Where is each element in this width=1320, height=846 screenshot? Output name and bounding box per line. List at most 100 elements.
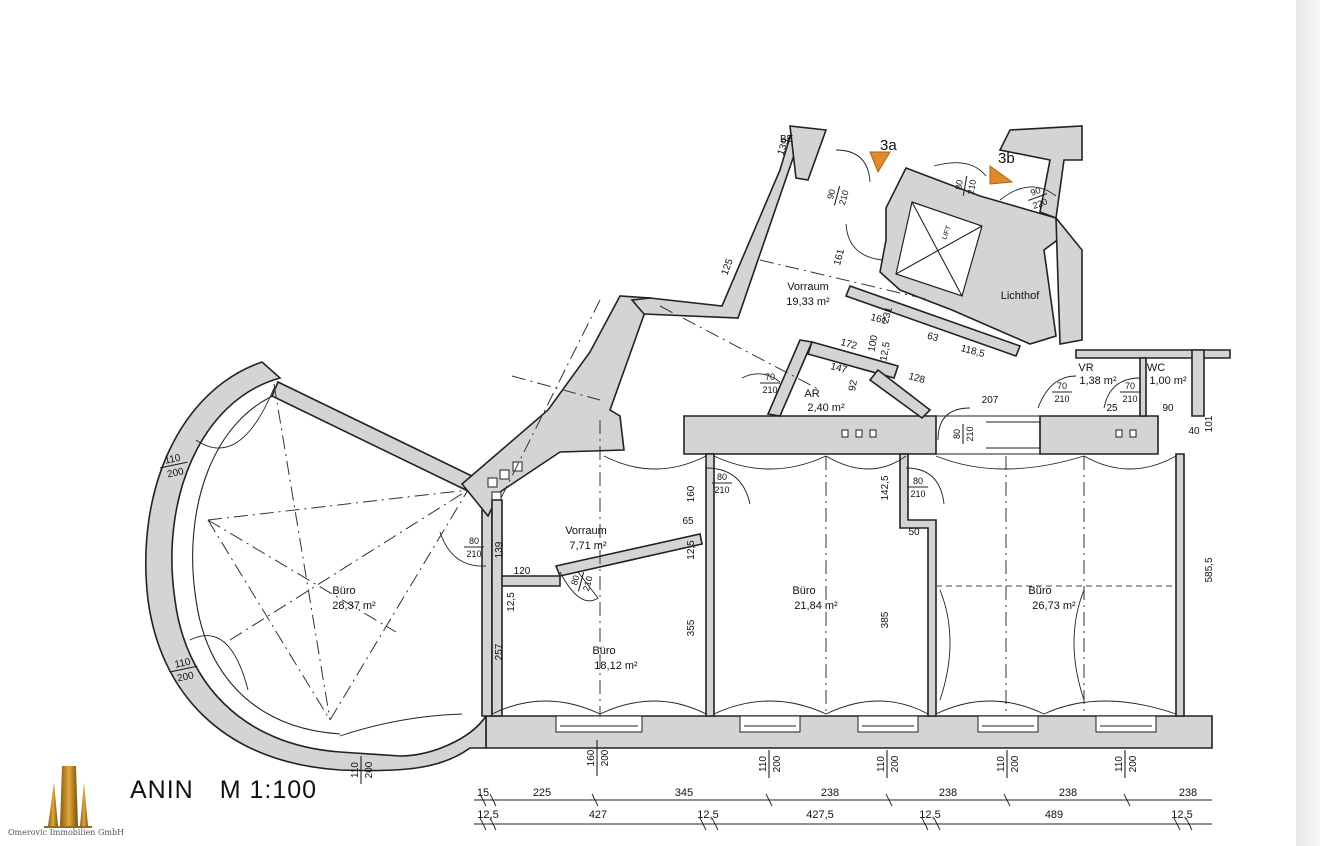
- svg-text:210: 210: [762, 385, 777, 395]
- dimension-text: 238: [1179, 787, 1197, 799]
- dimension-text: 225: [533, 787, 551, 799]
- dimension-text: 489: [1045, 809, 1063, 821]
- room-name: Büro: [1028, 585, 1051, 597]
- svg-text:70: 70: [1125, 381, 1135, 391]
- svg-text:210: 210: [965, 426, 975, 441]
- plan-title-prefix: ANIN: [130, 776, 194, 804]
- svg-text:210: 210: [581, 575, 595, 592]
- svg-text:220: 220: [1031, 196, 1049, 211]
- dimension-text: 231: [880, 305, 895, 324]
- room-name: Vorraum: [787, 281, 829, 293]
- vorraum-upper-wall: [630, 129, 804, 319]
- section-marker-3b: [989, 165, 1014, 185]
- svg-text:110: 110: [174, 657, 192, 671]
- dimension-text: 160: [686, 485, 697, 502]
- bay-diagonal-wall: [270, 380, 478, 494]
- room-area: 2,40 m²: [807, 402, 845, 414]
- room-name: Büro: [792, 585, 815, 597]
- svg-text:80: 80: [469, 536, 479, 546]
- svg-text:90: 90: [1029, 185, 1042, 198]
- svg-text:80: 80: [569, 574, 581, 586]
- dashed-lines: [207, 259, 1176, 721]
- svg-text:70: 70: [1057, 381, 1067, 391]
- room-name: Büro: [592, 645, 615, 657]
- dimension-text: 125: [720, 257, 736, 277]
- dimension-text: 128: [907, 371, 926, 386]
- dimension-text: 12,5: [506, 592, 517, 612]
- dimension-text: 15: [477, 787, 489, 799]
- svg-text:200: 200: [772, 755, 783, 772]
- dimension-text: 257: [494, 643, 505, 660]
- svg-text:110: 110: [350, 762, 361, 778]
- dimension-text: 139: [494, 541, 505, 558]
- room-area: 21,84 m²: [794, 600, 838, 612]
- svg-text:200: 200: [600, 749, 611, 766]
- partition-2: [899, 453, 937, 717]
- section-marker-3a: [869, 151, 891, 174]
- dimension-text: 585,5: [1204, 557, 1215, 582]
- bottom-windows: [555, 715, 1157, 733]
- svg-text:200: 200: [890, 755, 901, 772]
- room-name: Vorraum: [565, 525, 607, 537]
- svg-text:210: 210: [837, 189, 851, 206]
- svg-text:80: 80: [717, 472, 727, 482]
- dimension-text: 100: [867, 334, 881, 353]
- dimension-chain-2: 12,5 427 12,5 427,5 12,5 489 12,5: [474, 809, 1212, 831]
- dimension-text: 238: [939, 787, 957, 799]
- svg-text:70: 70: [765, 372, 775, 382]
- be-label: BE: [780, 134, 794, 145]
- room-area: 18,12 m²: [594, 660, 638, 672]
- svg-text:110: 110: [876, 756, 887, 772]
- marker-3a-label: 3a: [880, 137, 897, 154]
- room-area: 26,73 m²: [1032, 600, 1076, 612]
- dimension-text: 40: [1188, 426, 1200, 437]
- svg-text:110: 110: [758, 756, 769, 772]
- svg-text:210: 210: [1122, 394, 1137, 404]
- dimension-text: 118,5: [959, 343, 986, 360]
- corridor-wall-right: [1039, 415, 1159, 455]
- dimension-text: 238: [1059, 787, 1077, 799]
- left-end-wall: [481, 499, 493, 717]
- dimension-text: 385: [880, 611, 891, 628]
- dimension-text: 355: [686, 619, 697, 636]
- corridor-wall: [683, 415, 937, 455]
- dimension-text: 147: [829, 361, 848, 376]
- dimension-text: 65: [682, 516, 694, 527]
- svg-text:80: 80: [913, 476, 923, 486]
- dimension-text: 63: [926, 331, 940, 345]
- dimension-text: 427,5: [806, 809, 834, 821]
- room-name: AR: [804, 388, 819, 400]
- dimension-text: 120: [514, 566, 531, 577]
- dimension-chain-1: 15 225 345 238 238 238 238: [474, 787, 1212, 807]
- dimension-text: 427: [589, 809, 607, 821]
- svg-text:200: 200: [176, 670, 195, 684]
- room-area: 28,37 m²: [332, 600, 376, 612]
- room-area: 1,38 m²: [1079, 375, 1117, 387]
- svg-text:80: 80: [953, 179, 965, 191]
- dimension-text: 12,5: [1171, 809, 1192, 821]
- dimension-text: 92: [847, 379, 860, 392]
- dimension-text: 12,5: [477, 809, 498, 821]
- bay-wall: [144, 361, 487, 772]
- svg-text:90: 90: [825, 188, 837, 200]
- dimension-text: 12,5: [686, 540, 697, 560]
- svg-text:210: 210: [910, 489, 925, 499]
- marker-3b-label: 3b: [998, 150, 1015, 167]
- svg-text:200: 200: [364, 761, 375, 778]
- room-area: 7,71 m²: [569, 540, 607, 552]
- room-name: Büro: [332, 585, 355, 597]
